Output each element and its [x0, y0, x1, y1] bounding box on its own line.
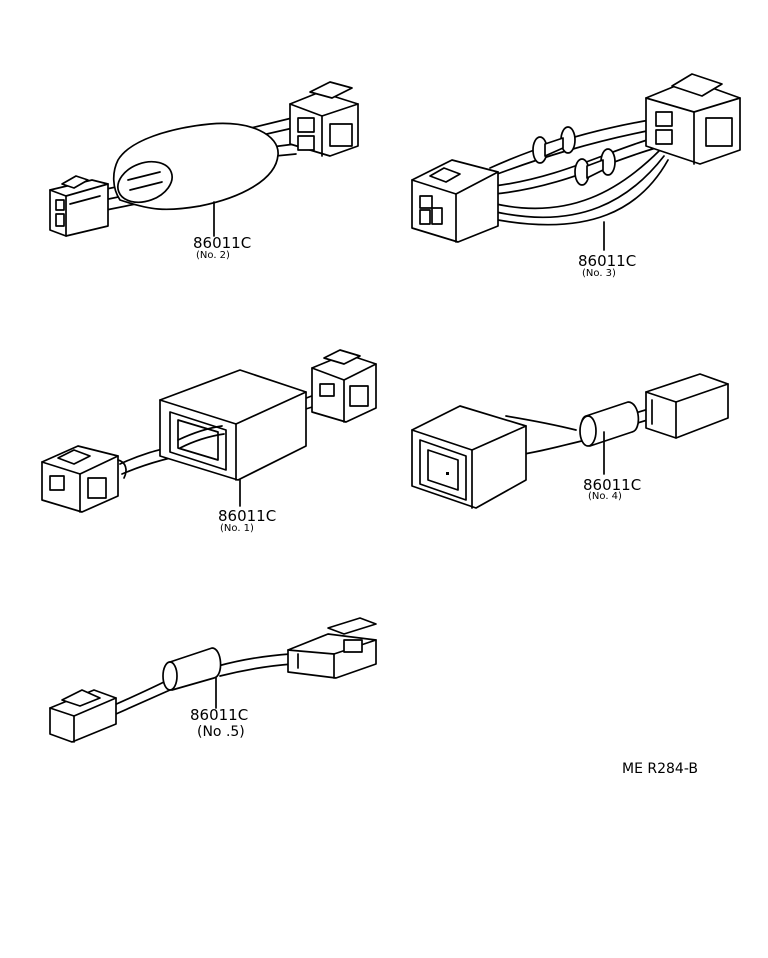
part-no3-harness	[411, 73, 741, 251]
part-no5-number: 86011C	[190, 706, 248, 724]
part-no2-note: (No. 2)	[196, 250, 230, 261]
part-no4-note: (No. 4)	[588, 491, 622, 502]
part-no4-harness	[411, 373, 729, 509]
part-no2-number: 86011C	[193, 234, 251, 252]
part-no3-number: 86011C	[578, 252, 636, 270]
part-no4-number: 86011C	[583, 476, 641, 494]
part-no1-number: 86011C	[218, 507, 276, 525]
part-no5-note: (No .5)	[197, 724, 245, 740]
part-no2-harness	[49, 81, 359, 237]
part-no3-note: (No. 3)	[582, 268, 616, 279]
part-no5-harness	[49, 617, 377, 743]
diagram-reference-code: ME R284-B	[622, 761, 698, 777]
part-no1-note: (No. 1)	[220, 523, 254, 534]
part-no1-harness	[41, 349, 377, 513]
